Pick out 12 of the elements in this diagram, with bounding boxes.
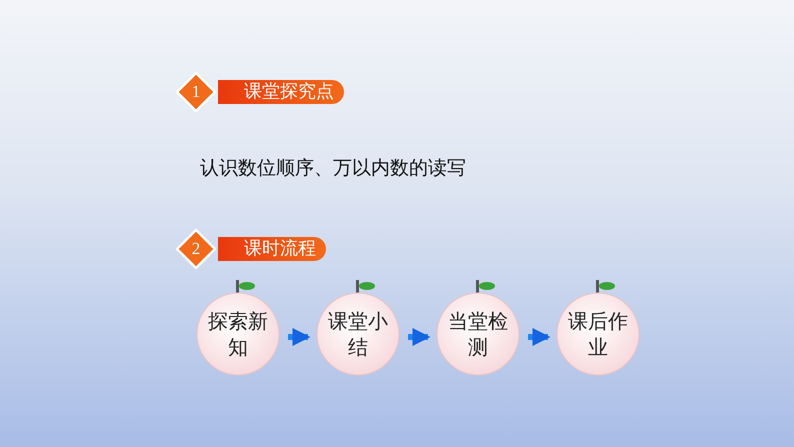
block-arrow xyxy=(528,328,550,346)
objective-text: 认识数位顺序、万以内数的读写 xyxy=(200,156,466,181)
step-label: 课后作业 xyxy=(568,308,628,360)
step-label: 课堂小结 xyxy=(328,308,388,360)
step-number: 2 xyxy=(190,238,202,260)
heading-banner: 课时流程 xyxy=(218,237,326,261)
block-arrow xyxy=(288,328,310,346)
heading-banner: 课堂探究点 xyxy=(218,80,344,104)
step-number: 1 xyxy=(190,81,202,103)
step-label: 当堂检测 xyxy=(448,308,508,360)
block-arrow xyxy=(408,328,430,346)
step-label: 探索新知 xyxy=(208,308,268,360)
